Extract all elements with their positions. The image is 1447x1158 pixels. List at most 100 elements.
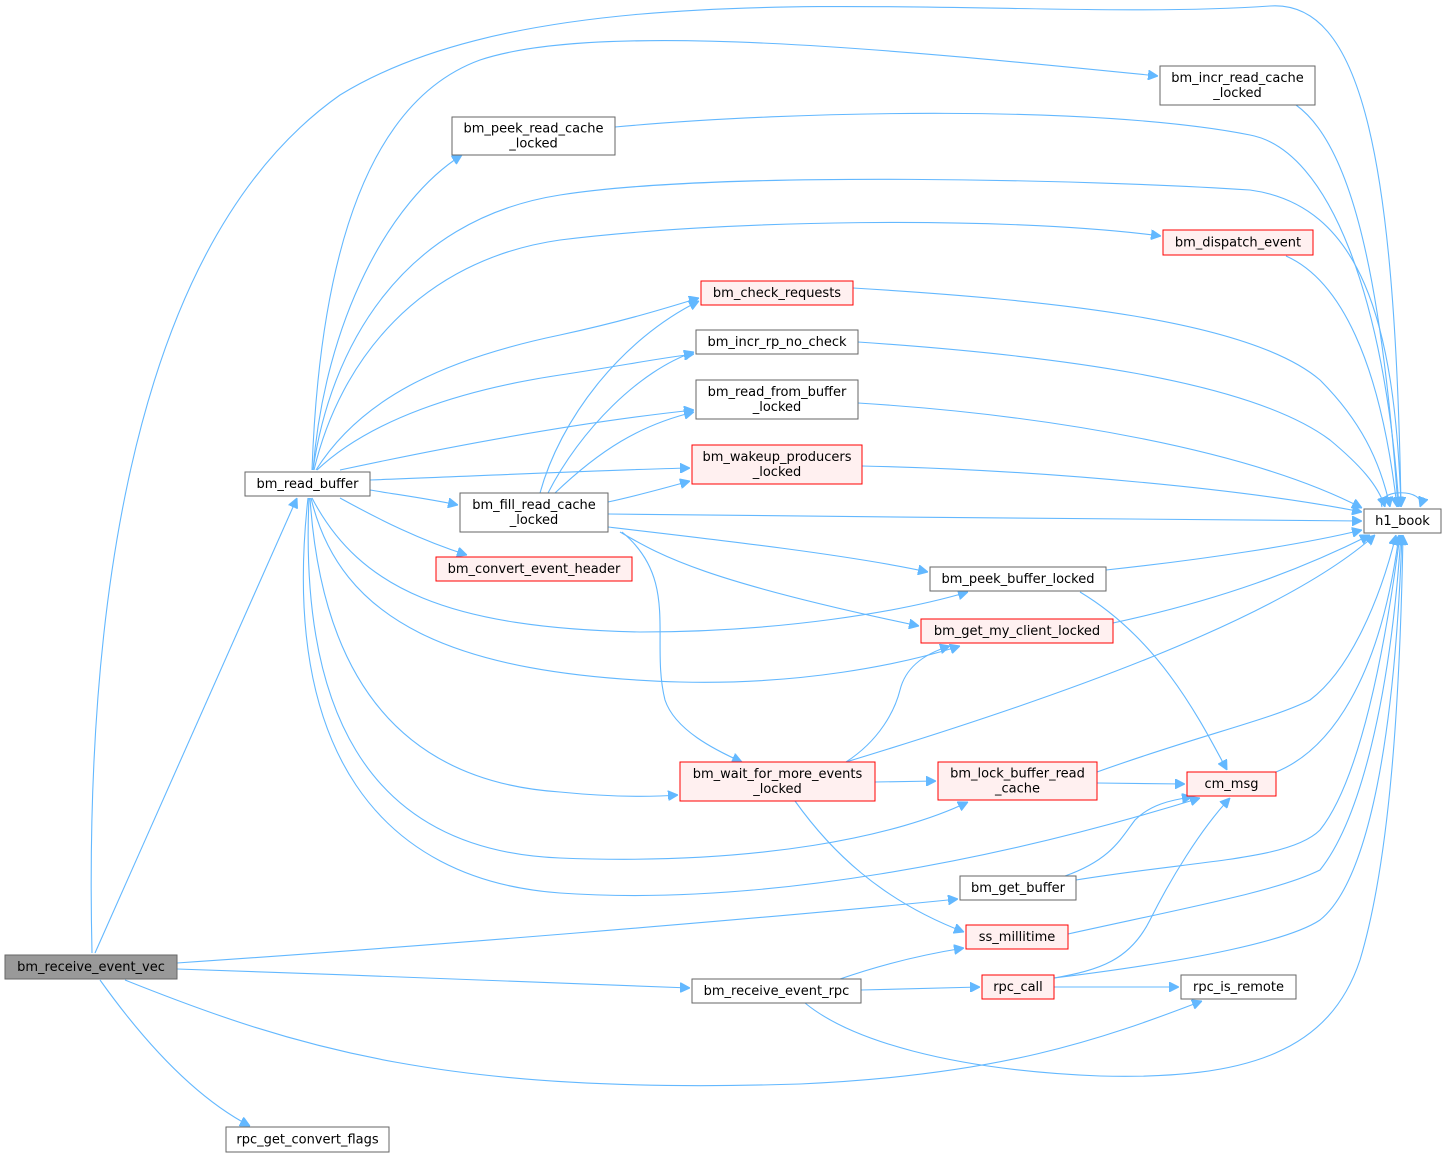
edge-recv_vec-to-h1_book [90,5,1401,954]
edge-recv_rpc-to-rpc_call [860,987,980,990]
node-box [691,444,863,485]
node-label: _cache [994,782,1040,797]
node-label: _locked [752,782,802,797]
edge-recv_vec-to-read_buffer [94,498,297,954]
node-recv-vec[interactable]: bm_receive_event_vec [4,954,178,980]
node-label: bm_read_buffer [257,477,360,492]
edge-incr_read_cache-to-h1_book [1295,104,1398,507]
node-peek-read-cache[interactable]: bm_peek_read_cache_locked [451,116,616,156]
node-box [691,978,862,1004]
node-label: bm_check_requests [713,286,841,301]
node-label: _locked [752,400,802,415]
node-box [451,116,616,156]
edge-read_buffer-to-check_requests [315,298,699,471]
edge-lock_buffer_read-to-cm_msg [1096,783,1185,784]
node-rpc-call[interactable]: rpc_call [981,974,1055,1000]
node-box [1159,65,1316,106]
edge-recv_vec-to-recv_rpc [176,968,690,988]
node-recv-rpc[interactable]: bm_receive_event_rpc [691,978,862,1004]
node-box [459,492,609,533]
node-box [1162,229,1314,256]
node-label: rpc_get_convert_flags [236,1133,378,1148]
node-box [1186,771,1277,797]
node-h1-book[interactable]: h1_book [1363,508,1442,534]
node-box [700,280,854,306]
edge-read_buffer-to-fill_read_cache [369,489,458,505]
node-label: bm_incr_read_cache [1171,71,1304,86]
node-cm-msg[interactable]: cm_msg [1186,771,1277,797]
edge-fill_read_cache-to-read_from_buffer [554,412,694,494]
node-label: bm_dispatch_event [1175,236,1301,251]
edge-h1_book-to-h1_book [1381,492,1420,507]
edge-peek_buffer-to-cm_msg [1079,591,1227,770]
node-rpc-get-convert-flags[interactable]: rpc_get_convert_flags [225,1126,390,1153]
edge-read_buffer-to-h1_book [312,178,1401,507]
edge-fill_read_cache-to-h1_book [607,513,1362,521]
node-box [981,974,1055,1000]
node-dispatch-event[interactable]: bm_dispatch_event [1162,229,1314,256]
edge-read_buffer-to-wakeup [369,468,690,481]
node-layer: bm_receive_event_vec bm_read_buffer bm_inc… [4,65,1442,1153]
edge-rpc_call-to-cm_msg [1053,798,1230,979]
node-get-my-client[interactable]: bm_get_my_client_locked [920,618,1114,644]
node-box [959,875,1077,901]
edge-recv_vec-to-get_buffer [176,899,958,964]
node-read-buffer[interactable]: bm_read_buffer [244,471,371,497]
edge-recv_vec-to-rpc_is_remote [124,979,1202,1087]
edge-wait_more-to-get_my_client [845,646,950,763]
edge-read_buffer-to-peek_buffer [311,497,968,633]
node-box [937,761,1098,801]
edge-fill_read_cache-to-peek_buffer [607,526,928,572]
node-label: _locked [509,513,559,528]
node-ss-millitime[interactable]: ss_millitime [965,924,1069,950]
node-wakeup[interactable]: bm_wakeup_producers_locked [691,444,863,485]
node-box [920,618,1114,644]
edge-lock_buffer_read-to-h1_book [1096,535,1396,773]
node-incr-rp[interactable]: bm_incr_rp_no_check [695,329,859,355]
node-box [695,379,859,420]
node-label: bm_get_my_client_locked [934,624,1100,639]
edge-fill_read_cache-to-get_my_client [619,531,919,626]
node-wait-more[interactable]: bm_wait_for_more_events_locked [679,761,876,802]
edge-check_requests-to-h1_book [852,287,1390,507]
edge-fill_read_cache-to-wait_more [621,531,742,762]
node-read-from-buffer[interactable]: bm_read_from_buffer_locked [695,379,859,420]
edge-wait_more-to-lock_buffer_read [874,781,936,782]
node-fill-read-cache[interactable]: bm_fill_read_cache_locked [459,492,609,533]
edge-peek_read_cache-to-h1_book [614,112,1399,507]
node-label: rpc_is_remote [1193,980,1284,995]
edge-get_my_client-to-h1_book [1112,535,1370,624]
node-check-requests[interactable]: bm_check_requests [700,280,854,306]
node-rpc-is-remote[interactable]: rpc_is_remote [1180,974,1297,1000]
edge-dispatch_event-to-h1_book [1285,255,1397,507]
node-label: bm_peek_buffer_locked [941,572,1094,587]
node-label: h1_book [1375,514,1430,529]
edge-read_buffer-to-read_from_buffer [339,410,694,471]
node-box [1180,974,1297,1000]
node-label: rpc_call [993,980,1043,995]
node-box [4,954,178,980]
node-box [929,566,1107,592]
edge-fill_read_cache-to-incr_rp [547,352,694,494]
node-label: bm_receive_event_rpc [704,984,850,999]
node-convert-header[interactable]: bm_convert_event_header [435,556,633,582]
node-box [965,924,1069,950]
edge-wait_more-to-h1_book [845,535,1375,763]
node-label: bm_receive_event_vec [17,960,165,975]
node-box [695,329,859,355]
node-label: bm_convert_event_header [448,562,621,577]
node-peek-buffer[interactable]: bm_peek_buffer_locked [929,566,1107,592]
edge-recv_rpc-to-ss_millitime [839,948,964,980]
node-incr-read-cache[interactable]: bm_incr_read_cache_locked [1159,65,1316,106]
node-label: _locked [1212,86,1262,101]
node-get-buffer[interactable]: bm_get_buffer [959,875,1077,901]
node-label: bm_incr_rp_no_check [707,335,847,350]
edge-wait_more-to-ss_millitime [794,800,964,932]
node-label: _locked [752,465,802,480]
edge-read_buffer-to-wait_more [309,497,678,796]
edge-get_buffer-to-cm_msg [1064,797,1192,877]
edge-read_buffer-to-incr_rp [316,354,694,471]
node-label: bm_lock_buffer_read [950,767,1085,782]
node-lock-buffer-read[interactable]: bm_lock_buffer_read_cache [937,761,1098,801]
